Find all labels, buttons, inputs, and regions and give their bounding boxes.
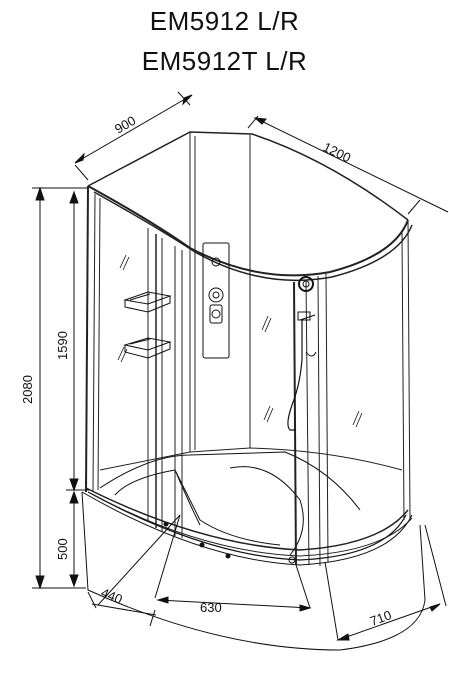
dim-line-2080 (32, 186, 88, 590)
shower-hand-set (287, 276, 317, 431)
model-title-line2: EM5912T L/R (141, 46, 308, 76)
dim-label-900: 900 (112, 113, 138, 137)
dim-label-500: 500 (55, 538, 70, 560)
dim-line-500 (69, 490, 79, 588)
dim-line-630 (154, 514, 312, 612)
dim-line-900 (74, 91, 193, 181)
dim-line-440 (87, 514, 181, 627)
control-panel (202, 242, 230, 359)
dim-line-710 (324, 524, 447, 641)
dim-label-710: 710 (368, 607, 394, 629)
glass-reflections (117, 254, 363, 428)
cabin-frame (85, 131, 413, 567)
dim-label-1200: 1200 (321, 139, 354, 165)
shelf-upper (123, 291, 172, 313)
dim-label-630: 630 (200, 600, 222, 615)
shelf-lower (123, 337, 172, 359)
dim-label-1590: 1590 (55, 331, 70, 360)
dim-line-1590 (66, 190, 90, 492)
model-title-line1: EM5912 L/R (149, 6, 300, 36)
dim-label-2080: 2080 (20, 375, 35, 404)
dim-line-1200 (247, 115, 449, 215)
